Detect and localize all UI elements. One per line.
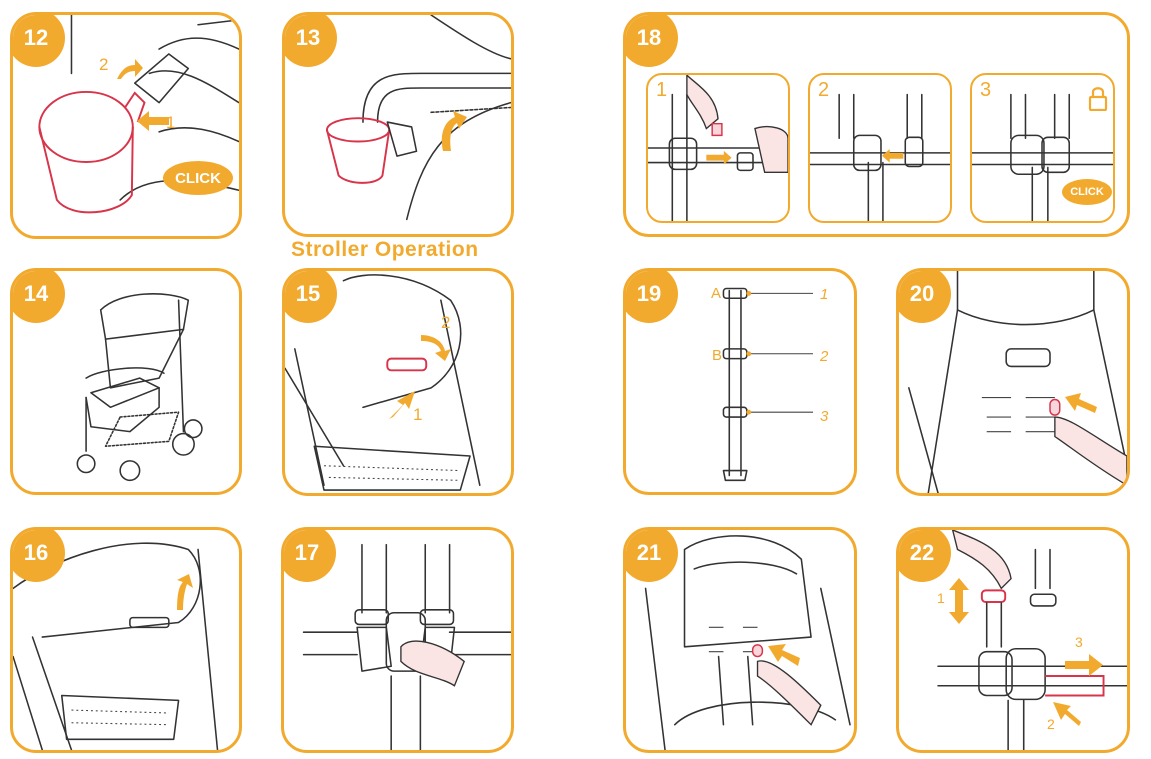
step-22-label-1: 1 xyxy=(937,590,945,606)
step-13-panel: 13 xyxy=(282,12,514,237)
step-19-panel: 19 A B 1 2 3 xyxy=(623,268,857,495)
step-number-badge: 22 xyxy=(899,530,951,582)
step-12-illustration xyxy=(38,15,239,214)
step-18-sub-1: 1 xyxy=(646,73,790,223)
step-16-panel: 16 xyxy=(10,527,242,753)
step-15-label-1: 1 xyxy=(413,405,423,424)
step-16-illustration xyxy=(13,542,219,750)
arrow-icon xyxy=(389,391,415,419)
arrow-icon xyxy=(137,111,169,131)
step-number-badge: 20 xyxy=(899,271,951,323)
arrow-icon xyxy=(1053,702,1081,726)
position-label-b: B xyxy=(712,347,723,364)
sub-2-illustration xyxy=(810,93,950,221)
position-number-3: 3 xyxy=(820,408,829,425)
step-14-illustration xyxy=(76,293,203,482)
arrow-icon xyxy=(949,578,969,624)
click-badge: CLICK xyxy=(163,161,233,195)
step-12-label-1: 1 xyxy=(166,113,176,132)
position-label-a: A xyxy=(711,285,722,302)
position-number-1: 1 xyxy=(820,286,829,303)
step-21-panel: 21 xyxy=(623,527,857,753)
sub-step-number: 3 xyxy=(980,79,992,101)
position-number-2: 2 xyxy=(820,348,829,365)
sub-step-number: 1 xyxy=(656,79,668,101)
arrow-icon xyxy=(768,644,800,666)
sub-1-illustration xyxy=(648,75,788,221)
step-17-illustration xyxy=(302,543,511,750)
step-21-illustration xyxy=(644,535,851,750)
step-number-badge: 12 xyxy=(13,15,65,67)
arrow-icon xyxy=(1065,654,1103,676)
step-number-badge: 16 xyxy=(13,530,65,582)
step-12-label-2: 2 xyxy=(99,55,109,74)
step-18-sub-2: 2 xyxy=(808,73,952,223)
step-number-badge: 19 xyxy=(626,271,678,323)
step-13-illustration xyxy=(325,15,511,221)
step-22-label-3: 3 xyxy=(1075,634,1083,650)
step-20-panel: 20 xyxy=(896,268,1130,496)
arrow-icon xyxy=(177,574,193,610)
padlock-icon xyxy=(1088,87,1108,111)
step-19-illustration xyxy=(722,287,814,482)
arrow-icon xyxy=(421,335,451,361)
step-number-badge: 18 xyxy=(626,15,678,67)
step-12-panel: 12 2 1 CLICK xyxy=(10,12,242,239)
arrow-icon xyxy=(441,111,467,151)
step-18-panel: 18 1 2 3 xyxy=(623,12,1130,237)
step-20-illustration xyxy=(908,271,1127,493)
step-15-illustration xyxy=(285,274,481,491)
step-18-sub-3: 3 CLICK xyxy=(970,73,1115,223)
step-15-panel: 15 2 1 xyxy=(282,268,514,496)
step-number-badge: 21 xyxy=(626,530,678,582)
step-22-panel: 22 1 3 2 xyxy=(896,527,1130,753)
sub-step-number: 2 xyxy=(818,79,830,101)
arrow-icon xyxy=(117,59,143,79)
sub-3-illustration xyxy=(972,93,1113,221)
step-number-badge: 15 xyxy=(285,271,337,323)
step-number-badge: 13 xyxy=(285,15,337,67)
section-title: Stroller Operation xyxy=(291,238,479,261)
click-badge: CLICK xyxy=(1062,179,1112,205)
arrow-icon xyxy=(1065,393,1097,413)
step-14-panel: 14 xyxy=(10,268,242,495)
step-17-panel: 17 xyxy=(281,527,514,753)
step-number-badge: 17 xyxy=(284,530,336,582)
step-15-label-2: 2 xyxy=(441,313,451,332)
step-22-label-2: 2 xyxy=(1047,716,1055,732)
step-number-badge: 14 xyxy=(13,271,65,323)
